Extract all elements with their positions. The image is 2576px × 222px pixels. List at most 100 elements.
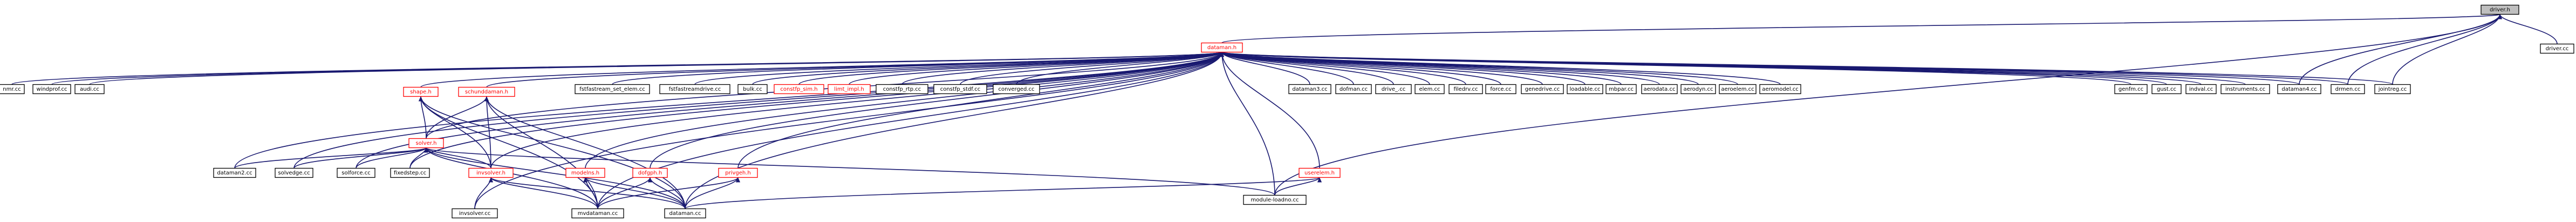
node-box: [2374, 84, 2411, 95]
node-invsolver[interactable]: invsolver.cc: [452, 208, 498, 219]
node-constfpn[interactable]: constfp_sim.h: [774, 84, 824, 95]
node-dofgph[interactable]: dofgph.h: [632, 167, 668, 178]
node-genfm[interactable]: genfm.cc: [2114, 84, 2148, 95]
node-box: [565, 167, 605, 178]
node-invsolverh[interactable]: invsolver.h: [468, 167, 514, 178]
edge-solvedge-to-solverh: [293, 147, 428, 169]
node-label: driver.cc: [2546, 46, 2569, 52]
node-filedrv[interactable]: filedrv.cc: [1448, 84, 1483, 95]
node-fixedstep[interactable]: fixedstep.cc: [390, 167, 430, 178]
node-label: mvdataman.cc: [578, 211, 618, 217]
edge-jointreg-to-driverh: [2392, 14, 2502, 85]
node-solvedge[interactable]: solvedge.cc: [275, 167, 313, 178]
node-converged[interactable]: converged.cc: [993, 84, 1040, 95]
edge-gust-to-datamanh: [1220, 51, 2167, 85]
node-driverh[interactable]: driver.h: [2481, 4, 2519, 15]
node-label: shape.h: [410, 89, 432, 95]
edge-invsolverh-to-solverh: [424, 147, 491, 169]
node-modload[interactable]: module-loadno.cc: [1243, 194, 1307, 205]
node-modelnsh[interactable]: modelns.h: [565, 167, 605, 178]
node-nmr[interactable]: nmr.cc: [0, 84, 25, 95]
node-aerodata[interactable]: aerodata.cc: [1641, 84, 1678, 95]
node-genedrive[interactable]: genedrive.cc: [1521, 84, 1564, 95]
node-constfptp[interactable]: constfp_rtp.cc: [876, 84, 928, 95]
node-label: aeromodel.cc: [1762, 86, 1799, 92]
edge-modload-to-driverh: [1274, 14, 2502, 196]
edge-audi-to-datamanh: [89, 51, 1224, 85]
node-label: aeroelem.cc: [1721, 86, 1754, 92]
node-force[interactable]: force.cc: [1485, 84, 1516, 95]
edge-mvdataman-to-shapeh: [419, 96, 598, 209]
node-dataman3[interactable]: dataman3.cc: [1288, 84, 1331, 95]
node-label: dataman.h: [1207, 45, 1236, 51]
node-driver[interactable]: driver.cc: [2540, 43, 2574, 54]
node-box: [275, 167, 313, 178]
node-box: [2220, 84, 2270, 95]
node-fstream[interactable]: fstfastream_set_elem.cc: [575, 84, 650, 95]
edge-mvdataman-to-invsolverh: [489, 177, 598, 209]
node-label: dofgph.h: [638, 170, 662, 176]
node-shapeh[interactable]: shape.h: [403, 86, 439, 97]
node-aeroelem[interactable]: aeroelem.cc: [1719, 84, 1757, 95]
node-box: [468, 167, 514, 178]
edge-solverh-to-schunth: [426, 96, 489, 139]
node-box: [575, 84, 650, 95]
edge-dataman-to-schunth: [484, 96, 686, 209]
node-mvdataman[interactable]: mvdataman.cc: [571, 208, 624, 219]
node-dofman[interactable]: dofman.cc: [1335, 84, 1372, 95]
node-privgeh[interactable]: privgeh.h: [718, 167, 758, 178]
node-box: [337, 167, 375, 178]
node-schunth[interactable]: schunddaman.h: [458, 86, 515, 97]
node-dataman[interactable]: dataman.cc: [664, 208, 706, 219]
edge-dataman-to-datamanh: [685, 52, 1224, 209]
edge-dataman-to-userelemh: [685, 177, 1322, 210]
node-dataman4[interactable]: dataman4.cc: [2277, 84, 2321, 95]
node-label: driver.h: [2490, 7, 2510, 13]
edge-jointreg-to-datamanh: [1220, 51, 2393, 85]
node-userelemh[interactable]: userelem.h: [1299, 167, 1341, 178]
node-label: genfm.cc: [2119, 86, 2143, 92]
node-label: constfp_rtp.cc: [883, 86, 921, 92]
edge-invsolverh-to-datamanh: [490, 52, 1224, 169]
node-label: privgeh.h: [725, 170, 751, 176]
node-datamanh[interactable]: dataman.h: [1201, 42, 1243, 53]
node-label: jointreg.cc: [2378, 86, 2407, 92]
node-aeromodel[interactable]: aeromodel.cc: [1759, 84, 1801, 95]
edge-constfpst-to-datamanh: [960, 51, 1224, 85]
node-drmen[interactable]: drmen.cc: [2331, 84, 2365, 95]
node-label: genedrive.cc: [1525, 86, 1560, 92]
node-box: [452, 208, 498, 219]
node-solforce[interactable]: solforce.cc: [337, 167, 375, 178]
node-label: invsolver.cc: [459, 211, 491, 217]
node-indval[interactable]: indval.cc: [2185, 84, 2217, 95]
edge-genfm-to-datamanh: [1220, 51, 2131, 85]
node-label: module-loadno.cc: [1251, 197, 1299, 203]
node-box: [632, 167, 668, 178]
edge-mvdataman-to-privgeh: [597, 177, 740, 209]
node-box: [993, 84, 1040, 95]
node-bulk[interactable]: bulk.cc: [737, 84, 768, 95]
node-windprof[interactable]: windprof.cc: [32, 84, 71, 95]
node-instruments[interactable]: instruments.cc: [2220, 84, 2270, 95]
node-limh[interactable]: limt_impl.h: [828, 84, 871, 95]
node-loadable[interactable]: loadable.cc: [1567, 84, 1603, 95]
node-constfpst[interactable]: constfp_stdf.cc: [933, 84, 987, 95]
node-jointreg[interactable]: jointreg.cc: [2374, 84, 2411, 95]
node-label: indval.cc: [2189, 86, 2213, 92]
node-solverh[interactable]: solver.h: [408, 138, 444, 149]
node-mbpar[interactable]: mbpar.cc: [1605, 84, 1637, 95]
node-box: [32, 84, 71, 95]
node-drive[interactable]: drive_.cc: [1375, 84, 1412, 95]
node-label: instruments.cc: [2225, 86, 2265, 92]
node-gust[interactable]: gust.cc: [2151, 84, 2182, 95]
node-audi[interactable]: audi.cc: [74, 84, 105, 95]
node-elem[interactable]: elem.cc: [1415, 84, 1445, 95]
node-label: audi.cc: [80, 86, 99, 92]
node-label: dataman2.cc: [217, 170, 252, 176]
node-dataman2[interactable]: dataman2.cc: [213, 167, 256, 178]
node-label: constfp_stdf.cc: [940, 86, 980, 92]
node-box: [2185, 84, 2217, 95]
node-fstfastr[interactable]: fstfastreamdrive.cc: [659, 84, 730, 95]
node-box: [664, 208, 706, 219]
node-aerodyn[interactable]: aerodyn.cc: [1680, 84, 1716, 95]
